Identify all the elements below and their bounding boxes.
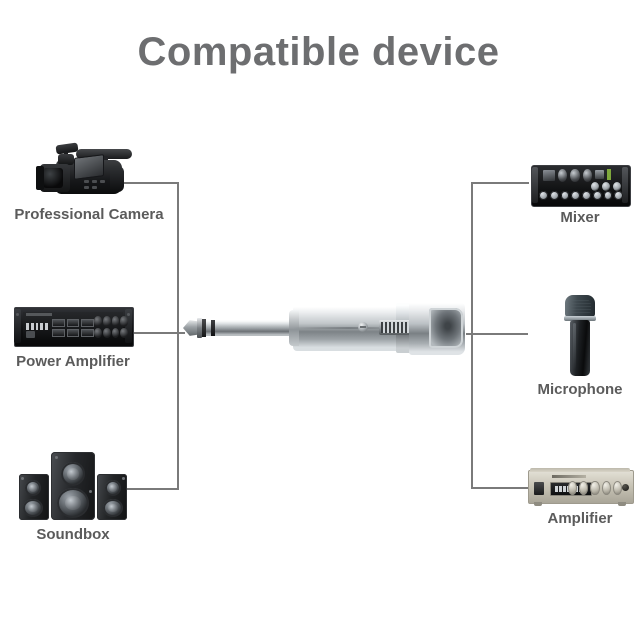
product-image-xlr-to-quarter-inch-adapter [183, 297, 468, 359]
plug-tip-ring [197, 318, 202, 338]
device-label-mixer: Mixer [560, 209, 600, 226]
device-microphone[interactable]: Microphone [530, 295, 630, 398]
device-label-professional-camera: Professional Camera [14, 206, 164, 223]
right-branch-line-mixer [471, 182, 529, 184]
right-bracket-vertical-line [471, 182, 473, 488]
left-branch-line-camera [120, 182, 178, 184]
hifi-amplifier-icon [528, 468, 634, 506]
adapter-barrel-seam [293, 327, 405, 329]
speaker-system-icon [19, 450, 127, 522]
left-bracket-vertical-line [177, 182, 179, 490]
rack-power-amplifier-icon [14, 303, 134, 349]
device-soundbox[interactable]: Soundbox [18, 450, 128, 543]
plug-shaft [206, 320, 296, 336]
right-branch-line-microphone [466, 333, 528, 335]
device-label-power-amplifier: Power Amplifier [16, 353, 130, 370]
plug-tip [183, 320, 199, 336]
camcorder-icon [34, 140, 144, 202]
device-mixer[interactable]: Mixer [530, 165, 631, 226]
xlr-female-socket-opening [429, 308, 463, 348]
xlr-latch-release [379, 320, 417, 335]
digital-mixer-icon [531, 165, 631, 207]
right-branch-line-amplifier [471, 487, 529, 489]
adapter-screw [358, 322, 368, 332]
device-professional-camera[interactable]: Professional Camera [6, 140, 172, 223]
device-amplifier[interactable]: Amplifier [525, 468, 635, 527]
device-power-amplifier[interactable]: Power Amplifier [3, 303, 143, 370]
page-title: Compatible device [137, 30, 500, 74]
plug-insulator [202, 319, 206, 337]
left-branch-line-power-amplifier [120, 332, 185, 334]
left-branch-line-soundbox [120, 488, 178, 490]
device-label-amplifier: Amplifier [547, 510, 613, 527]
device-label-microphone: Microphone [537, 381, 623, 398]
handheld-microphone-icon [563, 295, 597, 377]
plug-insulator-secondary [211, 320, 215, 336]
device-label-soundbox: Soundbox [36, 526, 110, 543]
